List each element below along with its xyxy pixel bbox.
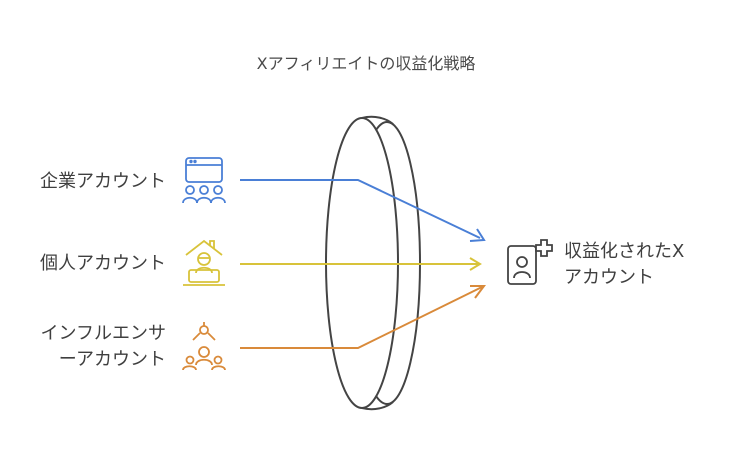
input-label-influencer-line1: インフルエンサ	[40, 323, 166, 344]
output-label-line2: アカウント	[564, 267, 654, 288]
arrow-corporate	[240, 179, 486, 242]
profile-add-icon	[507, 239, 553, 285]
input-label-individual: 個人アカウント	[40, 253, 166, 274]
diagram-title: Xアフィリエイトの収益化戦略	[256, 54, 476, 73]
output-label-line1: 収益化されたX	[564, 241, 685, 262]
building-people-icon	[182, 157, 226, 204]
influencer-network-icon	[182, 322, 226, 371]
input-label-influencer-line2: ーアカウント	[58, 349, 166, 370]
arrow-influencer	[240, 285, 486, 349]
arrow-individual	[240, 257, 482, 271]
input-label-corporate: 企業アカウント	[40, 171, 166, 192]
person-laptop-home-icon	[183, 239, 225, 286]
